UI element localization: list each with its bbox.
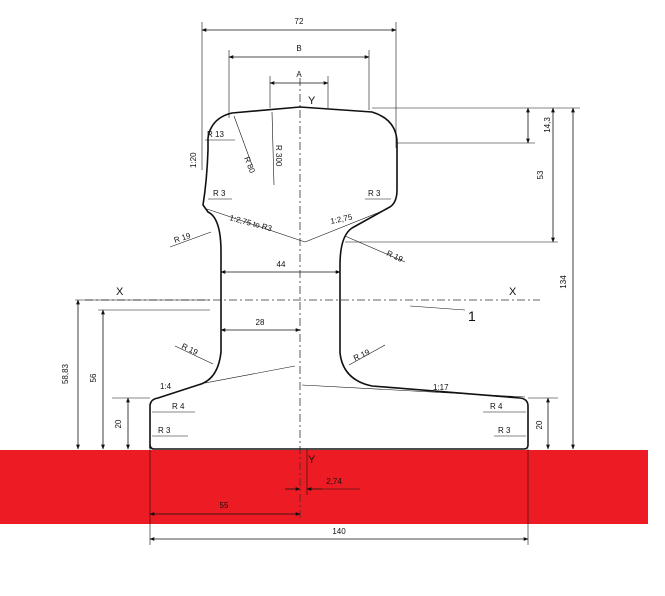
dim-a-label: A xyxy=(296,70,302,79)
dim-58-83-label: 58,83 xyxy=(61,363,70,384)
rail-profile-outline xyxy=(149,106,529,450)
r3-head-right-label: R 3 xyxy=(368,189,381,198)
dim-44-label: 44 xyxy=(277,260,286,269)
r19-lower-left-label: R 19 xyxy=(180,342,200,358)
r19-upper-right-label: R 19 xyxy=(385,249,405,265)
r3-head-left-label: R 3 xyxy=(213,189,226,198)
slope-1-4-label: 1:4 xyxy=(160,382,172,391)
dim-55-label: 55 xyxy=(220,501,229,510)
r19-upper-left-label: R 19 xyxy=(173,231,192,245)
dim-140-label: 140 xyxy=(332,527,346,536)
dim-2-74-label: 2,74 xyxy=(326,477,342,486)
r3-foot-left-label: R 3 xyxy=(158,426,171,435)
r300-label: R 300 xyxy=(274,145,283,167)
r4-left-label: R 4 xyxy=(172,402,185,411)
x-axis-right-label: X xyxy=(509,286,517,298)
dim-134-label: 134 xyxy=(559,275,568,289)
y-axis-bottom-label: Y xyxy=(308,454,316,466)
neutral-axis-marker: 1 xyxy=(468,308,476,324)
y-axis-top-label: Y xyxy=(308,95,316,107)
slope-1-20-label: 1:20 xyxy=(189,152,198,168)
x-axis-left-label: X xyxy=(116,286,124,298)
r19-lower-right-label: R 19 xyxy=(352,347,372,363)
r13-label: R 13 xyxy=(207,130,224,139)
r80-label: R 80 xyxy=(242,155,257,175)
slope-1-17-label: 1:17 xyxy=(433,383,449,392)
slope-left-underhead-label: 1:2,75 to R3 xyxy=(228,213,273,233)
dim-20-right-label: 20 xyxy=(535,420,544,429)
red-base-band xyxy=(0,450,648,524)
dim-72-label: 72 xyxy=(295,17,304,26)
dim-53-label: 53 xyxy=(536,170,545,179)
r3-foot-right-label: R 3 xyxy=(498,426,511,435)
dim-56-label: 56 xyxy=(89,373,98,382)
r4-right-label: R 4 xyxy=(490,402,503,411)
dim-14-3-label: 14,3 xyxy=(543,117,552,133)
dim-20-left-label: 20 xyxy=(114,419,123,428)
dim-b-label: B xyxy=(296,44,301,53)
dim-28-label: 28 xyxy=(256,318,265,327)
